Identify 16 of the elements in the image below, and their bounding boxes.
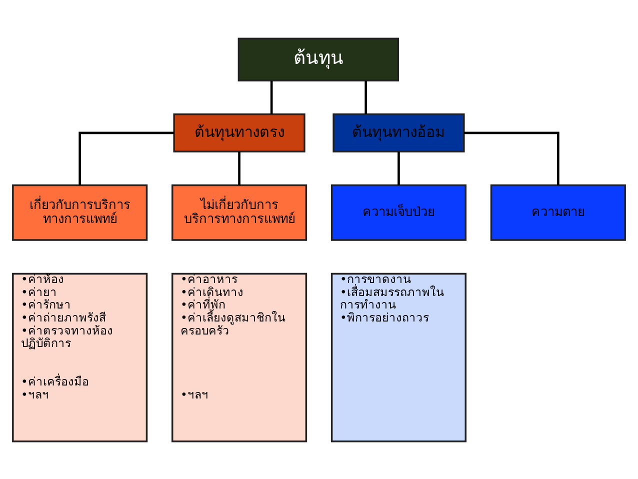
node-box: เกี่ยวกับการบริการทางการแพทย์ — [12, 184, 148, 240]
connector — [464, 131, 560, 185]
node-box: ไม่เกี่ยวกับการบริการทางการแพทย์ — [171, 184, 308, 240]
node-box: ความตาย — [490, 184, 626, 240]
node-box: •การขาดงาน •เสื่อมสมรรถภาพในการทำงาน •พิการอย่างถาวร — [330, 272, 467, 442]
node-box: ความเจ็บป่วย — [330, 184, 467, 240]
connector — [78, 131, 174, 185]
node-box: •ค่าอาหาร •ค่าเดินทาง •ค่าที่พัก •ค่าเลี้ยงดูสมาชิกในครอบครัว •ฯลฯ — [171, 272, 308, 442]
node-box: ต้นทุนทางตรง — [173, 112, 306, 152]
node-box: ต้นทุนทางอ้อม — [332, 112, 465, 152]
node-box: •ค่าห้อง •ค่ายา •ค่ารักษา •ค่าถ่ายภาพรังสี •ค่าตรวจทางห้องปฏิบัติการ •ค่าเครื่องมือ •ฯลฯ — [12, 272, 148, 442]
connector — [270, 80, 273, 114]
connector — [398, 151, 400, 185]
connector — [364, 80, 368, 114]
node-box: ต้นทุน — [238, 37, 400, 81]
connector — [238, 151, 240, 185]
